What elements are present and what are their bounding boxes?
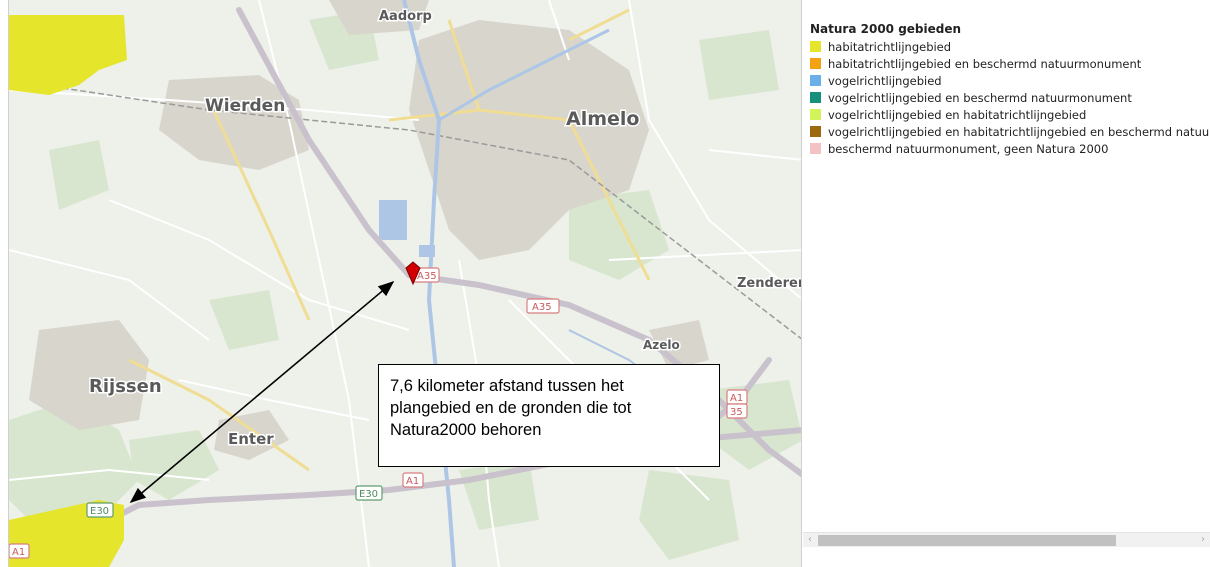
legend-swatch	[810, 109, 821, 120]
legend-item-bird-habitat: vogelrichtlijngebied en habitatrichtlijn…	[810, 106, 1210, 123]
svg-text:A1: A1	[730, 393, 743, 404]
legend-swatch	[810, 92, 821, 103]
legend-item-label: beschermd natuurmonument, geen Natura 20…	[828, 141, 1109, 156]
svg-text:E30: E30	[90, 506, 109, 517]
legend-item-label: vogelrichtlijngebied en beschermd natuur…	[828, 90, 1132, 105]
road-shield-a1-east: A1	[726, 389, 748, 405]
legend-item-protected-only: beschermd natuurmonument, geen Natura 20…	[810, 140, 1210, 157]
distance-callout: 7,6 kilometer afstand tussen het plangeb…	[378, 364, 720, 467]
svg-text:A1: A1	[12, 547, 25, 558]
place-label-enter: Enter	[228, 430, 274, 448]
map-canvas[interactable]: Aadorp Wierden Almelo Zenderen Rijssen E…	[9, 0, 802, 567]
svg-text:A35: A35	[532, 302, 552, 313]
legend-title: Natura 2000 gebieden	[810, 22, 962, 36]
legend-item-label: vogelrichtlijngebied	[828, 73, 942, 88]
legend-swatch	[810, 75, 821, 86]
natura-area-north-west	[9, 15, 127, 95]
scroll-right-icon[interactable]: ›	[1201, 534, 1205, 545]
road-shield-e30-middle: E30	[355, 485, 383, 501]
scroll-left-icon[interactable]: ‹	[808, 534, 812, 545]
svg-text:A1: A1	[406, 476, 419, 487]
legend-panel: Natura 2000 gebieden habitatrichtlijngeb…	[810, 22, 1210, 222]
water-body-small	[419, 245, 435, 257]
place-label-rijssen: Rijssen	[89, 376, 162, 397]
legend-item-habitat-protected: habitatrichtlijngebied en beschermd natu…	[810, 55, 1210, 72]
callout-line-3: Natura2000 behoren	[390, 421, 542, 439]
legend-item-label: habitatrichtlijngebied	[828, 39, 952, 54]
road-shield-a1-south: A1	[402, 472, 424, 488]
legend-swatch	[810, 143, 821, 154]
svg-text:35: 35	[730, 407, 743, 418]
legend-swatch	[810, 58, 821, 69]
legend-item-bird: vogelrichtlijngebied	[810, 72, 1210, 89]
legend-item-label: vogelrichtlijngebied en habitatrichtlijn…	[828, 124, 1210, 139]
road-shield-a1-west: A1	[9, 543, 30, 559]
place-label-wierden: Wierden	[205, 96, 285, 116]
callout-line-1: 7,6 kilometer afstand tussen het	[390, 377, 624, 395]
road-shield-e30-west: E30	[86, 502, 114, 518]
svg-text:E30: E30	[359, 489, 378, 500]
road-shield-a35-east: A35	[526, 298, 560, 314]
water-body	[379, 200, 407, 240]
road-shield-a35-north: A35	[412, 267, 440, 283]
place-label-azelo: Azelo	[643, 338, 680, 352]
horizontal-scrollbar[interactable]: ‹ ›	[803, 532, 1210, 547]
location-marker-icon[interactable]	[405, 261, 421, 286]
place-label-almelo: Almelo	[566, 108, 639, 130]
scrollbar-thumb[interactable]	[818, 535, 1116, 546]
legend-item-bird-protected: vogelrichtlijngebied en beschermd natuur…	[810, 89, 1210, 106]
legend-item-label: habitatrichtlijngebied en beschermd natu…	[828, 56, 1142, 71]
legend-item-label: vogelrichtlijngebied en habitatrichtlijn…	[828, 107, 1087, 122]
road-shield-35-east: 35	[726, 403, 748, 419]
double-arrow-icon	[129, 280, 395, 504]
legend-swatch	[810, 41, 821, 52]
place-label-aadorp: Aadorp	[379, 9, 432, 24]
legend-item-bird-habitat-protected: vogelrichtlijngebied en habitatrichtlijn…	[810, 123, 1210, 140]
callout-line-2: plangebied en de gronden die tot	[390, 399, 632, 417]
legend-item-habitat: habitatrichtlijngebied	[810, 38, 1210, 55]
legend-swatch	[810, 126, 821, 137]
svg-text:A35: A35	[417, 271, 437, 282]
place-label-zenderen: Zenderen	[737, 276, 802, 291]
map-panel[interactable]: Aadorp Wierden Almelo Zenderen Rijssen E…	[8, 0, 802, 567]
